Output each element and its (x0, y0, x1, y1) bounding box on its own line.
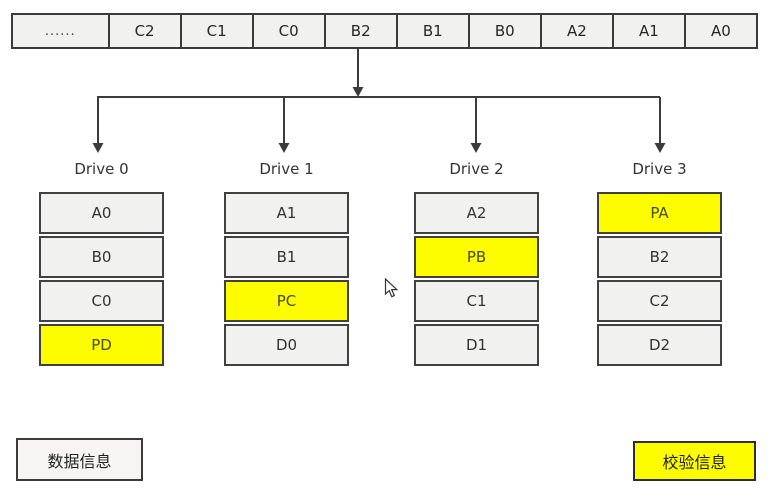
block-c1: C1 (414, 280, 539, 322)
stripe-cell-c2: C2 (107, 15, 180, 47)
block-pc: PC (224, 280, 349, 322)
block-pd: PD (39, 324, 164, 366)
block-pa: PA (597, 192, 722, 234)
stripe-cell-a2: A2 (539, 15, 612, 47)
stripe-bar: ...... C2 C1 C0 B2 B1 B0 A2 A1 A0 (11, 13, 758, 49)
block-c2: C2 (597, 280, 722, 322)
block-d2: D2 (597, 324, 722, 366)
stripe-cell-a0: A0 (683, 15, 756, 47)
stripe-cell-more: ...... (13, 15, 108, 47)
block-a0: A0 (39, 192, 164, 234)
block-b2: B2 (597, 236, 722, 278)
block-c0: C0 (39, 280, 164, 322)
drive-2-label: Drive 2 (449, 160, 504, 178)
drive-3-column: PA B2 C2 D2 (597, 192, 722, 368)
block-d0: D0 (224, 324, 349, 366)
stripe-cell-b2: B2 (323, 15, 396, 47)
data-info-legend: 数据信息 (16, 438, 143, 481)
drive-0-column: A0 B0 C0 PD (39, 192, 164, 368)
drive-0-label: Drive 0 (74, 160, 129, 178)
block-d1: D1 (414, 324, 539, 366)
parity-info-legend: 校验信息 (633, 441, 756, 481)
drive-2-column: A2 PB C1 D1 (414, 192, 539, 368)
block-a1: A1 (224, 192, 349, 234)
block-pb: PB (414, 236, 539, 278)
drive-1-column: A1 B1 PC D0 (224, 192, 349, 368)
drive-1-label: Drive 1 (259, 160, 314, 178)
stripe-cell-b0: B0 (467, 15, 540, 47)
block-b1: B1 (224, 236, 349, 278)
stripe-cell-b1: B1 (395, 15, 468, 47)
stripe-cell-c0: C0 (251, 15, 324, 47)
block-a2: A2 (414, 192, 539, 234)
mouse-cursor-icon (384, 278, 399, 298)
stripe-cell-c1: C1 (179, 15, 252, 47)
drive-3-label: Drive 3 (632, 160, 687, 178)
block-b0: B0 (39, 236, 164, 278)
stripe-cell-a1: A1 (611, 15, 684, 47)
